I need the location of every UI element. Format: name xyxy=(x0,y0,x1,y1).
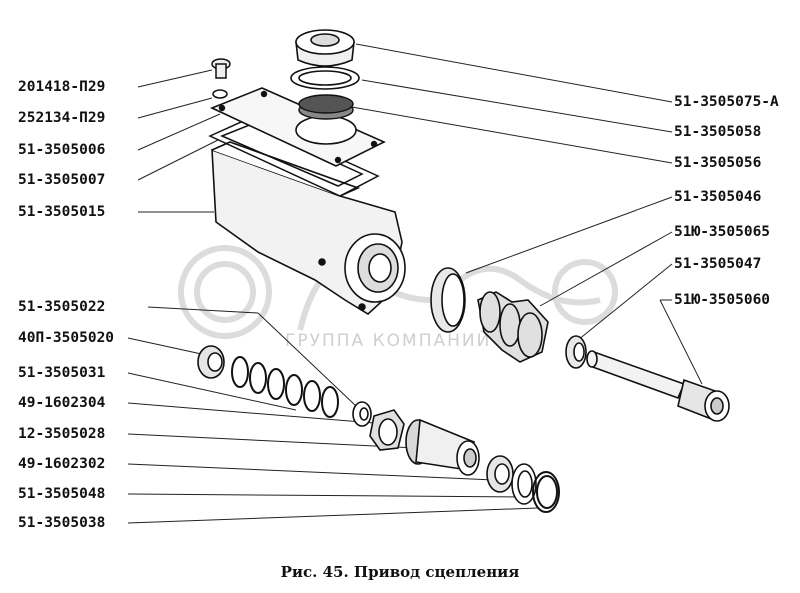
cap-sealing-ring xyxy=(290,66,360,90)
label-cover-plate: 51-3505006 xyxy=(18,142,106,158)
gasket-lower xyxy=(208,117,380,197)
rubber-boot xyxy=(477,291,549,363)
snap-ring xyxy=(532,471,560,513)
label-pushrod-bushing: 51-3505047 xyxy=(674,256,762,272)
label-cap-sealing-ring: 51-3505058 xyxy=(674,124,762,140)
spring-washer xyxy=(212,89,228,99)
label-spring-washer: 252134-П29 xyxy=(18,110,106,126)
label-boot-ring: 51-3505046 xyxy=(674,189,762,205)
leader-lines xyxy=(127,43,703,524)
label-gasket: 51-3505007 xyxy=(18,172,106,188)
watermark-text: ГРУППА КОМПАНИЙ xyxy=(285,329,491,351)
label-return-spring: 51-3505031 xyxy=(18,365,106,381)
return-spring xyxy=(231,356,339,418)
label-stop-washer: 51-3505048 xyxy=(18,486,106,502)
label-cylinder-body: 51-3505015 xyxy=(18,204,106,220)
stop-washer xyxy=(511,463,537,505)
filter-screen xyxy=(298,94,354,120)
boot-ring xyxy=(430,267,466,333)
cover-plate xyxy=(209,87,386,167)
label-snap-ring: 51-3505038 xyxy=(18,515,106,531)
pushrod xyxy=(586,350,730,422)
label-pushrod: 51Ю-3505060 xyxy=(674,292,771,308)
label-piston-washer: 49-1602304 xyxy=(18,395,106,411)
primary-cup xyxy=(352,401,372,427)
label-piston: 12-3505028 xyxy=(18,426,106,442)
pushrod-bushing xyxy=(565,335,587,369)
label-rubber-boot: 51Ю-3505065 xyxy=(674,224,771,240)
label-primary-cup: 51-3505022 xyxy=(18,299,106,315)
cylinder-body xyxy=(211,141,406,315)
secondary-cup xyxy=(486,455,514,493)
valve-seat xyxy=(197,345,225,379)
label-filler-cap: 51-3505075-А xyxy=(674,94,779,110)
filler-cap xyxy=(295,29,355,67)
bolt xyxy=(211,58,231,79)
label-filter-screen: 51-3505056 xyxy=(674,155,762,171)
label-valve-seat: 40П-3505020 xyxy=(18,330,115,346)
piston xyxy=(405,418,480,476)
label-bolt: 201418-П29 xyxy=(18,79,106,95)
piston-washer xyxy=(369,409,405,451)
figure-caption: Рис. 45. Привод сцепления xyxy=(280,563,520,581)
label-secondary-cup: 49-1602302 xyxy=(18,456,106,472)
